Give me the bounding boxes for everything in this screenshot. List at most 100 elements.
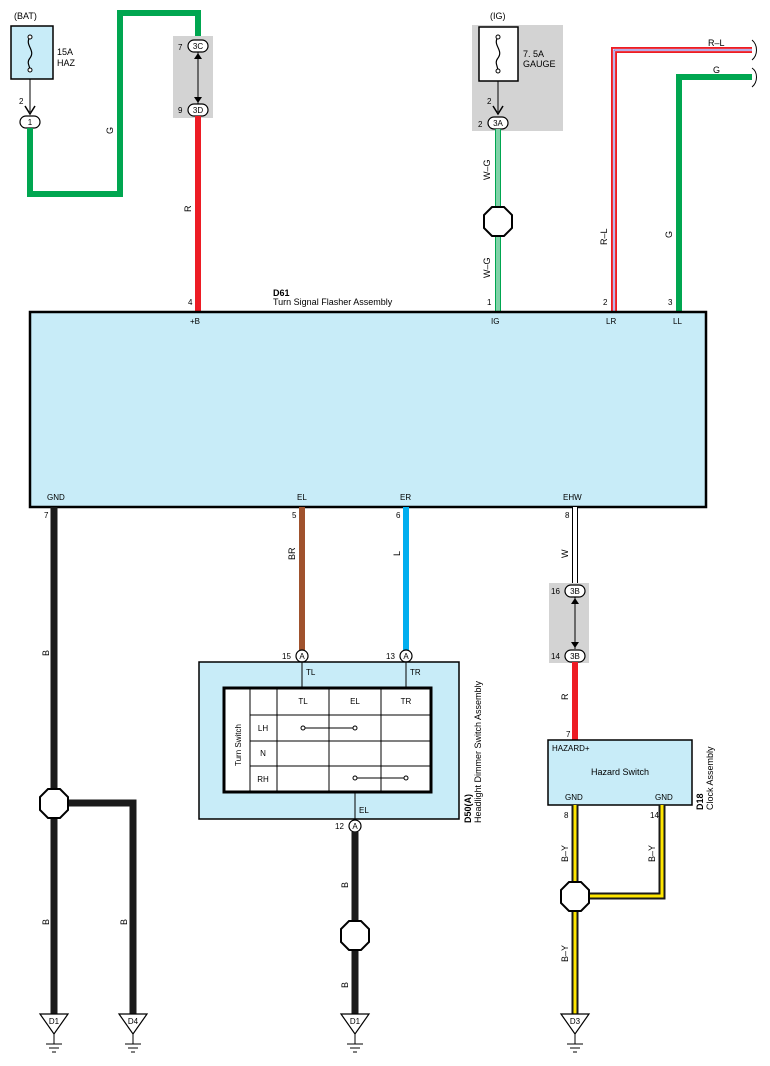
junction-3c-3d: 7 3C 9 3D <box>173 36 213 118</box>
ground-d1-left-label: D1 <box>49 1017 60 1026</box>
flasher-pin-el: EL <box>297 493 307 502</box>
fuse-bat-rating: 15A <box>57 47 73 57</box>
junction-3b: 16 3B 14 3B <box>549 583 589 663</box>
ground-d1-center: D1 <box>339 1013 371 1053</box>
turn-switch-row-n: N <box>260 749 266 758</box>
clock-gnd-left-label: GND <box>565 793 583 802</box>
wire-wg-lower-label: W–G <box>482 257 492 278</box>
wire-g-top-label: G <box>713 65 720 75</box>
fuse-bat-pin: 2 <box>19 97 24 106</box>
wire-gnd-branch-label: B <box>119 919 129 925</box>
fuse-bat-element-icon <box>27 36 33 71</box>
turn-switch-header-tr: TR <box>401 697 412 706</box>
splice-gnd <box>39 788 69 819</box>
clock-box <box>547 739 693 806</box>
wire-rl-top-label: R–L <box>708 38 725 48</box>
splice-dimmer-gnd <box>340 920 370 951</box>
wire-l-label: L <box>392 551 402 556</box>
dimmer-connector-el-label: A <box>352 822 358 831</box>
ground-d3-label: D3 <box>570 1017 581 1026</box>
flasher-pin-3: 3 <box>668 298 673 307</box>
flasher-box <box>28 310 708 509</box>
fuse-ig: (IG) 7. 5A GAUGE 2 2 3A <box>472 11 563 131</box>
flasher-pin-5: 5 <box>292 511 297 520</box>
wire-by <box>571 805 666 1015</box>
wire-dimmer-lower-label: B <box>340 982 350 988</box>
junction-3c-arrow-up-icon <box>194 53 202 59</box>
wire-gnd-lower-label: B <box>41 919 51 925</box>
fuse-bat-name: HAZ <box>57 58 76 68</box>
wire-dimmer-upper-label: B <box>340 882 350 888</box>
break-mark-rl-icon <box>751 39 757 61</box>
clock-code: D18 <box>695 793 705 810</box>
dimmer-code: D50(A) <box>463 794 473 823</box>
flasher-pin-lr: LR <box>606 317 616 326</box>
clock-switch-name: Hazard Switch <box>591 767 649 777</box>
junction-3b-arrow-up-icon <box>571 598 579 604</box>
flasher-pin-8: 8 <box>565 511 570 520</box>
wire-g-ll <box>676 74 752 312</box>
connector-3a-label: 3A <box>493 119 503 128</box>
fuse-bat: (BAT) 15A HAZ 2 1 <box>10 11 76 129</box>
flasher-pin-gnd: GND <box>47 493 65 502</box>
wire-r-hazard-label: R <box>560 693 570 700</box>
clock-pin-8: 8 <box>564 811 569 820</box>
fuse-ig-element-icon <box>495 36 501 72</box>
dimmer-pin-12: 12 <box>335 822 344 831</box>
clock-gnd-right-label: GND <box>655 793 673 802</box>
flasher-code: D61 <box>273 288 290 298</box>
clock-pin-14: 14 <box>650 811 659 820</box>
flasher-pin-ig: IG <box>491 317 499 326</box>
clock-hazard-pin: 7 <box>566 730 571 739</box>
fuse-ig-name: GAUGE <box>523 59 556 69</box>
dimmer-connector-tr-label: A <box>403 652 409 661</box>
wire-by-left-label: B–Y <box>560 845 570 862</box>
flasher-pin-7: 7 <box>44 511 49 520</box>
wire-by-lower-label: B–Y <box>560 945 570 962</box>
connector-3b-bottom-label: 3B <box>570 652 580 661</box>
flasher-pin-ll: LL <box>673 317 682 326</box>
connector-3b-top-label: 3B <box>570 587 580 596</box>
dimmer-pin-13: 13 <box>386 652 395 661</box>
wire-w-label: W <box>560 549 570 558</box>
wire-by-right-label: B–Y <box>647 845 657 862</box>
fuse-ig-pin-left: 2 <box>478 120 483 129</box>
fuse-bat-source: (BAT) <box>14 11 37 21</box>
junction-3d-arrow-down-icon <box>194 97 202 103</box>
junction-3b-arrow-down-icon <box>571 642 579 648</box>
break-mark-g-icon <box>751 67 757 88</box>
turn-switch-header-el: EL <box>350 697 360 706</box>
dimmer-label-tl: TL <box>306 668 316 677</box>
ground-d1-center-label: D1 <box>350 1017 361 1026</box>
flasher-d61: D61 Turn Signal Flasher Assembly 4 +B 1 … <box>28 288 708 520</box>
dimmer-connector-tl-label: A <box>299 652 305 661</box>
flasher-pin-plus-b: +B <box>190 317 200 326</box>
flasher-pin-er: ER <box>400 493 411 502</box>
ground-d3-icon <box>559 1013 591 1036</box>
ground-d1-left: D1 <box>38 1013 70 1053</box>
ground-d1-center-icon <box>339 1013 371 1036</box>
dimmer-pin-15: 15 <box>282 652 291 661</box>
ground-d4-label: D4 <box>128 1017 139 1026</box>
wire-r-plus-b-label: R <box>183 205 193 212</box>
ground-d1-left-icon <box>38 1013 70 1036</box>
splice-wg <box>483 206 513 237</box>
wire-br-label: BR <box>287 547 297 560</box>
turn-switch-title: Turn Switch <box>234 724 243 766</box>
connector-1-label: 1 <box>28 118 33 127</box>
ground-d3: D3 <box>559 1013 591 1053</box>
wire-gnd-upper-label: B <box>41 650 51 656</box>
fuse-ig-rating: 7. 5A <box>523 49 544 59</box>
wire-rl-vert-label: R–L <box>599 228 609 245</box>
wire-wg-upper-label: W–G <box>482 159 492 180</box>
ground-d4-icon <box>117 1013 149 1036</box>
flasher-pin-6: 6 <box>396 511 401 520</box>
flasher-pin-ehw: EHW <box>563 493 582 502</box>
clock-d18: HAZARD+ Hazard Switch GND GND 8 14 D18 C… <box>547 739 715 820</box>
flasher-pin-1: 1 <box>487 298 492 307</box>
flasher-pin-2: 2 <box>603 298 608 307</box>
splice-clock-gnd <box>560 881 590 912</box>
connector-3c-label: 3C <box>193 42 203 51</box>
wire-g-bat-label: G <box>105 127 115 134</box>
dimmer-label-tr: TR <box>410 668 421 677</box>
